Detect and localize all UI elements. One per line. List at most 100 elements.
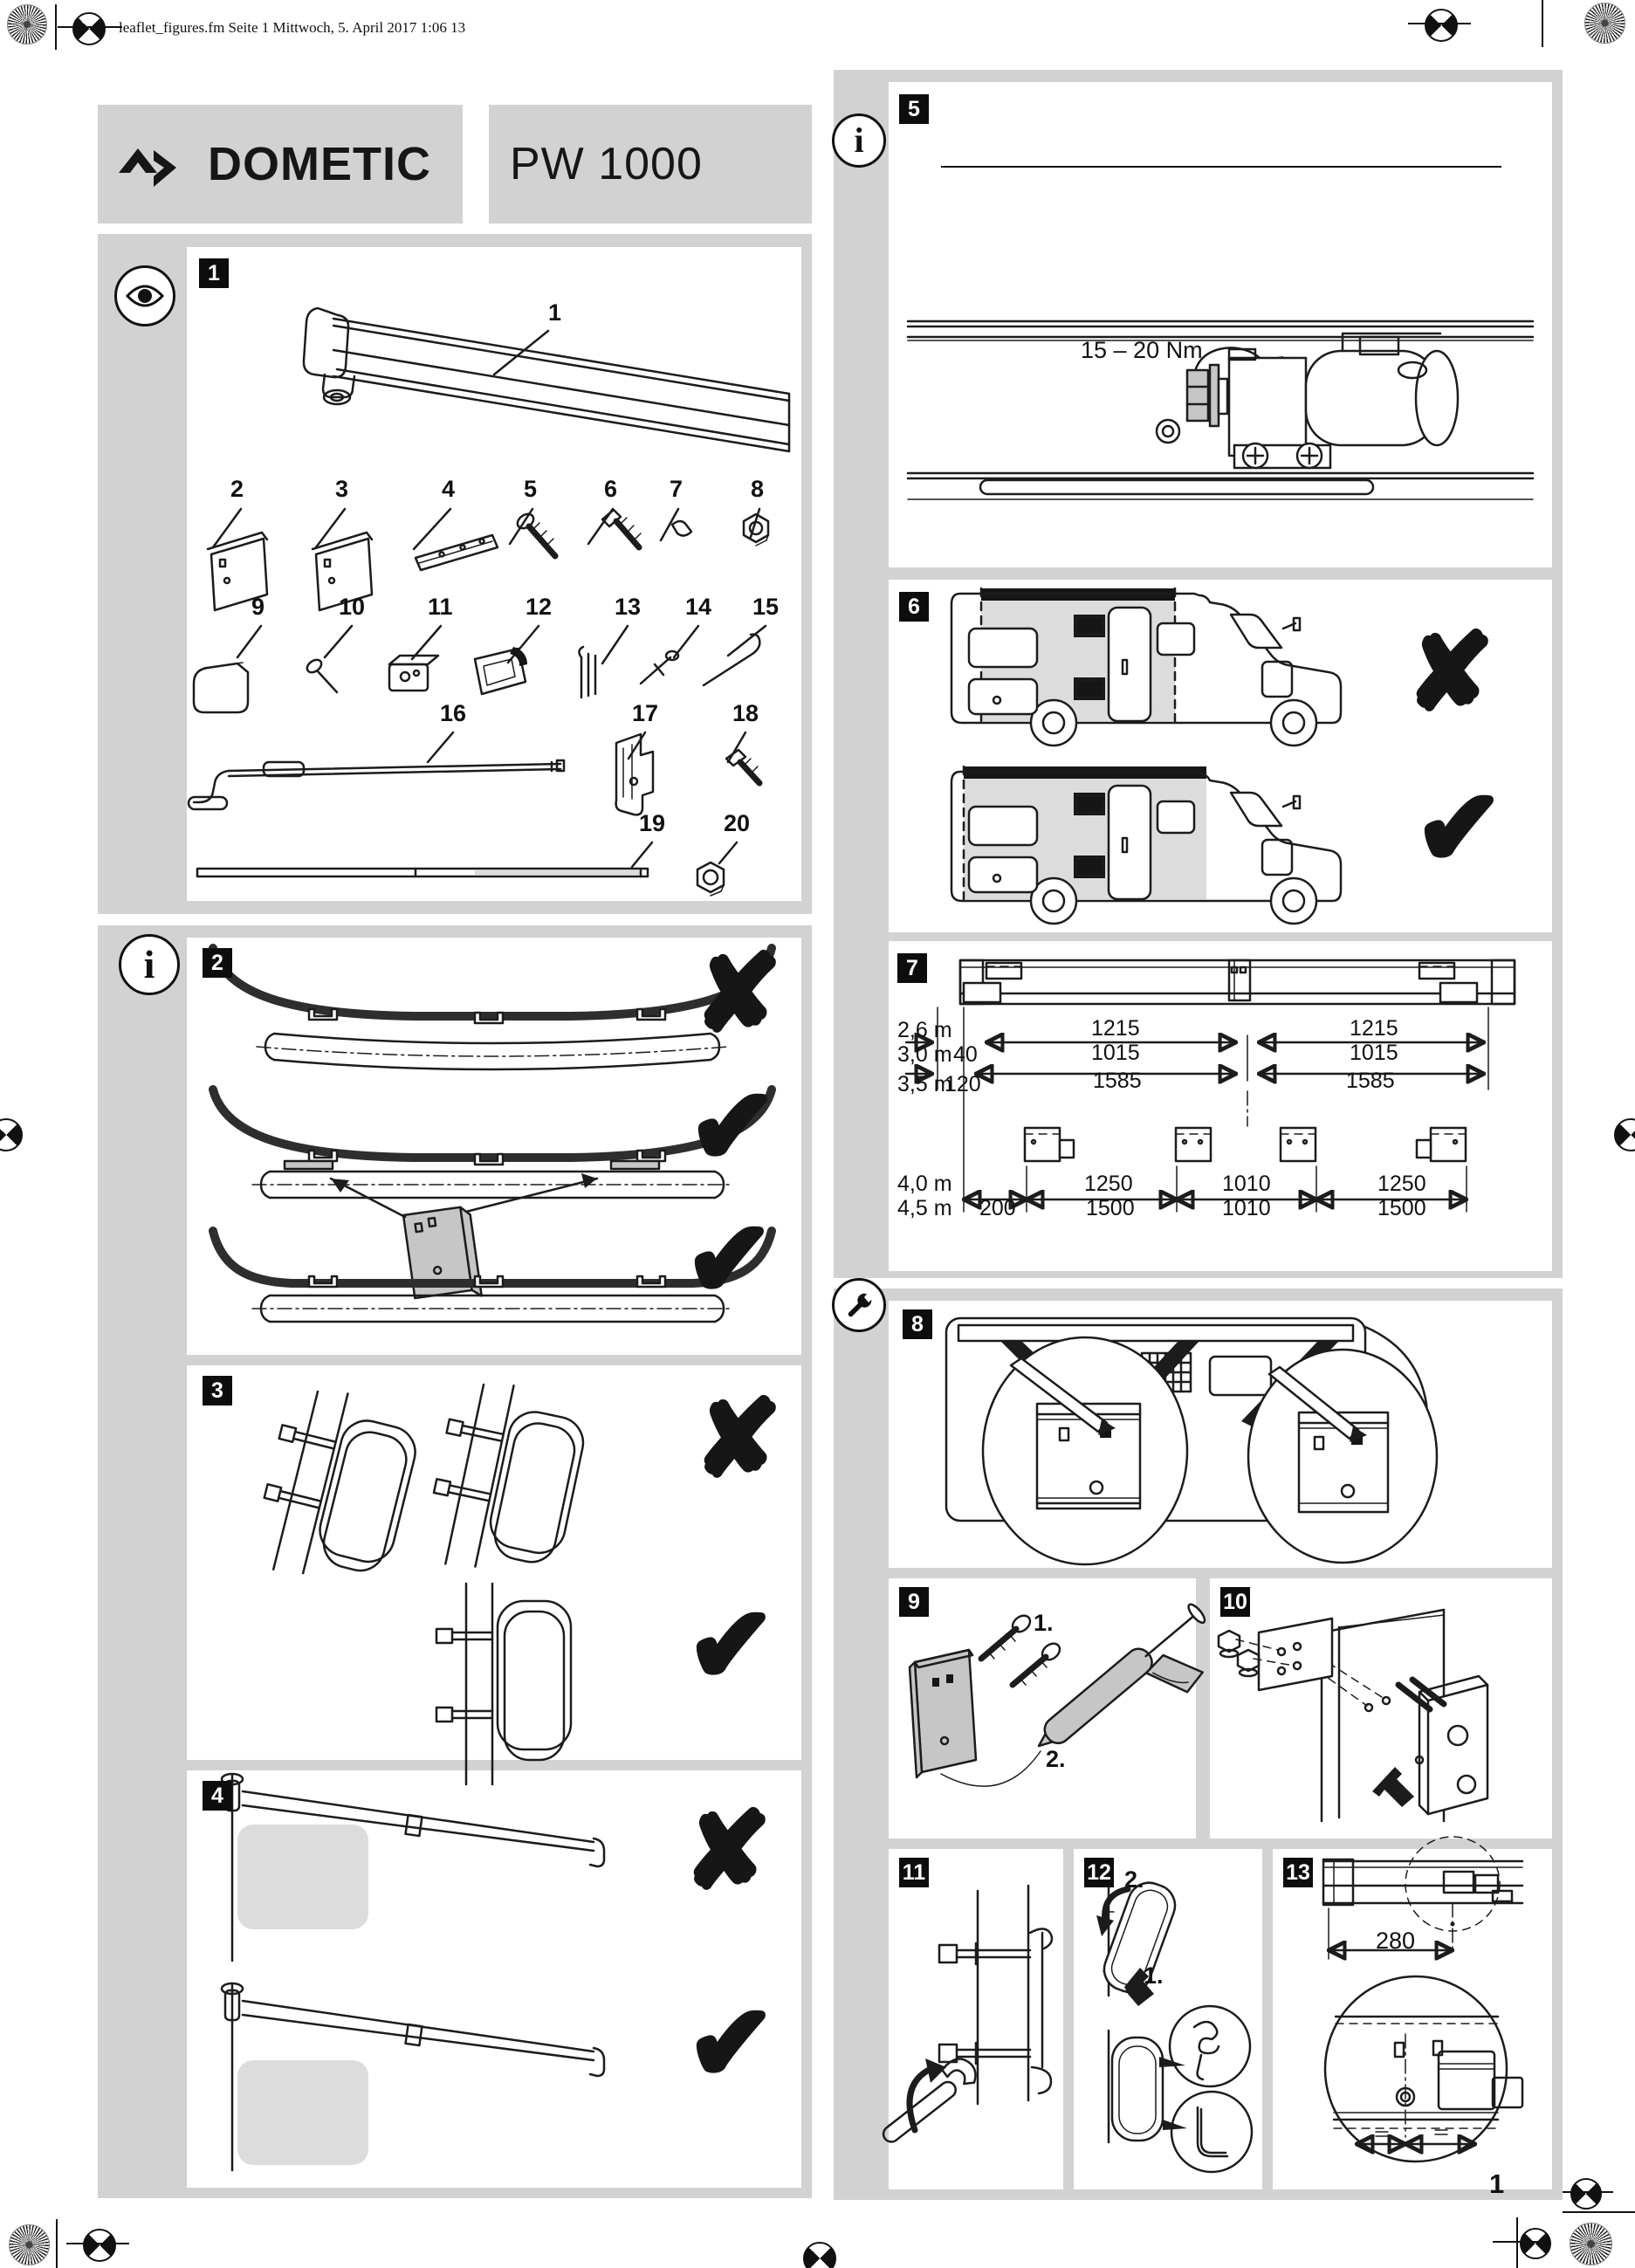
panel8-marking-illustration — [945, 1316, 1439, 1566]
crop-line — [1493, 2241, 1547, 2243]
check-mark: ✔ — [684, 1202, 774, 1317]
awning-width-label: 4,5 m — [897, 1196, 952, 1220]
awning-width-label: 2,6 m — [897, 1018, 952, 1042]
spacing-dim: 1015 — [1091, 1041, 1140, 1065]
part-label: 17 — [632, 700, 659, 726]
print-header-line: leaflet_figures.fm Seite 1 Mittwoch, 5. … — [119, 19, 466, 36]
spacing-dim: 1215 — [1350, 1016, 1398, 1041]
torque-value: 15 – 20 Nm — [1081, 337, 1203, 363]
crop-line — [1516, 2217, 1518, 2268]
part-label: 15 — [752, 594, 780, 620]
info-icon-glyph: i — [143, 942, 155, 986]
crop-line — [56, 2219, 58, 2268]
panel-2-badge: 2 — [203, 948, 232, 978]
panel-13 — [1273, 1849, 1552, 2189]
crop-line — [58, 26, 122, 28]
spacing-dim: 1010 — [1222, 1172, 1271, 1196]
eye-icon — [114, 265, 175, 326]
spacing-dim: 1015 — [1350, 1041, 1398, 1065]
panel7-bracket-spacing-diagram — [904, 959, 1516, 1213]
spacing-dim: 1215 — [1091, 1016, 1140, 1041]
registration-target — [803, 2242, 836, 2268]
panel-11 — [889, 1849, 1063, 2189]
info-icon: i — [119, 934, 180, 995]
crop-line — [1559, 2191, 1613, 2193]
part-label: 7 — [670, 476, 684, 502]
crop-line — [66, 2243, 129, 2244]
color-registration-star — [9, 2224, 50, 2265]
spacing-dim: 1585 — [1346, 1069, 1395, 1093]
part-label: 18 — [732, 700, 759, 726]
awning-width-label: 3,0 m — [897, 1042, 952, 1067]
offset-dim: 40 — [953, 1042, 978, 1067]
step-number: 1. — [1034, 1610, 1054, 1636]
registration-target — [83, 2229, 116, 2262]
panel3-pad-orientation-illustration — [263, 1383, 585, 1786]
panel-3-badge: 3 — [203, 1376, 232, 1405]
spacing-dim: 1250 — [1377, 1172, 1426, 1196]
panel-8-badge: 8 — [903, 1309, 932, 1339]
dometic-logo-icon — [119, 148, 176, 187]
part-label: 2 — [230, 476, 244, 502]
panel-6-badge: 6 — [899, 592, 929, 622]
panel-12-badge: 12 — [1084, 1858, 1114, 1887]
registration-target — [1570, 2178, 1602, 2210]
part-label: 5 — [524, 476, 538, 502]
panel-4-badge: 4 — [203, 1781, 232, 1811]
part-label: 13 — [615, 594, 642, 620]
color-registration-star — [1584, 3, 1625, 44]
registration-target — [72, 12, 106, 45]
panel-1 — [187, 247, 801, 901]
model-name: PW 1000 — [510, 139, 703, 189]
panel10-bracket-mount-illustration — [1217, 1608, 1489, 1823]
offset-dim: 200 — [979, 1196, 1016, 1220]
part-label: 11 — [428, 594, 453, 620]
check-mark: ✔ — [686, 1588, 776, 1703]
registration-target — [1425, 9, 1458, 42]
brand-logo-text: DOMETIC — [208, 138, 431, 190]
panel-10-badge: 10 — [1220, 1587, 1250, 1617]
panel13-end-detail-diagram — [1322, 1836, 1524, 2163]
brand-logo-box: DOMETIC — [98, 105, 463, 223]
write-in-line — [941, 166, 1501, 168]
part-label: 8 — [751, 476, 765, 502]
offset-dim: 120 — [945, 1072, 981, 1096]
panel2-wall-curvature-illustration — [209, 944, 776, 1323]
info-icon: i — [832, 113, 886, 168]
cross-mark: ✘ — [693, 1382, 783, 1497]
part-label: 10 — [339, 594, 366, 620]
model-box: PW 1000 — [489, 105, 812, 223]
part-label: 14 — [685, 594, 712, 620]
panel11-tighten-illustration — [882, 1884, 1054, 2143]
panel4-arm-clearance-illustration — [220, 1772, 606, 2172]
step-number: 2. — [1124, 1866, 1144, 1893]
spacing-dim: 1500 — [1377, 1196, 1426, 1220]
crop-line — [1563, 2211, 1635, 2213]
registration-target — [0, 1118, 23, 1151]
crop-line — [1542, 0, 1543, 47]
spacing-dim: 1250 — [1084, 1172, 1133, 1196]
crop-line — [55, 4, 57, 50]
cross-mark: ✘ — [1405, 615, 1495, 731]
panel5-torque-illustration — [906, 320, 1535, 500]
panel-7-badge: 7 — [897, 953, 927, 983]
registration-target — [1520, 2228, 1551, 2259]
part-label: 3 — [335, 476, 349, 502]
color-registration-star — [1570, 2223, 1612, 2265]
check-mark: ✔ — [688, 1069, 778, 1185]
end-distance-dim: 280 — [1376, 1928, 1416, 1954]
awning-width-label: 4,0 m — [897, 1172, 952, 1196]
panel-5-badge: 5 — [899, 94, 929, 124]
spacing-dim: 1010 — [1222, 1196, 1271, 1220]
panel-3 — [187, 1365, 801, 1760]
panel6-van-wrong-illustration — [950, 587, 1343, 747]
step-number: 2. — [1046, 1746, 1066, 1772]
spacing-dim: 1500 — [1086, 1196, 1135, 1220]
cross-mark: ✘ — [693, 937, 783, 1052]
panel-11-badge: 11 — [899, 1858, 929, 1887]
panel6-van-right-illustration — [950, 765, 1343, 925]
panel-9-badge: 9 — [899, 1587, 929, 1617]
part-label: 20 — [724, 810, 751, 836]
step-number: 1. — [1144, 1962, 1164, 1989]
part-label: 16 — [440, 700, 467, 726]
